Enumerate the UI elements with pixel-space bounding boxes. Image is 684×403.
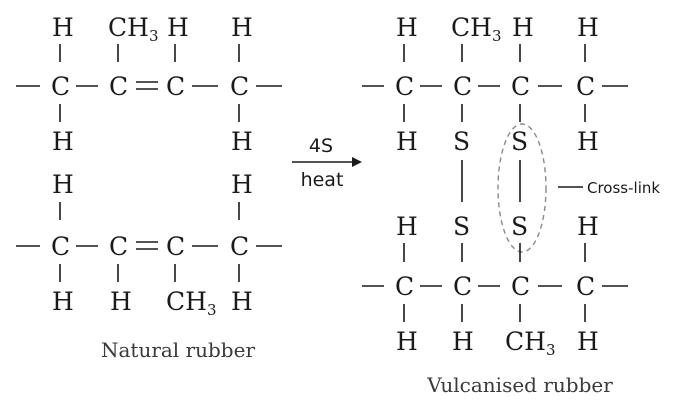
atom-c: C	[453, 272, 472, 301]
atom-c: C	[230, 232, 249, 261]
atom-c: C	[511, 72, 530, 101]
cross-link-label: Cross-link	[587, 179, 660, 197]
atom-c: C	[576, 72, 595, 101]
atom-c: C	[109, 232, 128, 261]
atom-c: C	[511, 272, 530, 301]
natural-rubber-chain-1: H CH3 H H C C C C H H	[16, 13, 282, 156]
natural-rubber-caption: Natural rubber	[101, 338, 255, 362]
atom-c: C	[576, 272, 595, 301]
atom-h: H	[577, 13, 599, 42]
atom-h: H	[577, 327, 599, 356]
atom-h: H	[231, 170, 253, 199]
atom-c: C	[51, 72, 70, 101]
atom-s: S	[453, 212, 470, 241]
reaction-arrow: 4S heat	[292, 135, 362, 191]
vulcanised-rubber-caption: Vulcanised rubber	[426, 373, 613, 397]
atom-c: C	[395, 72, 414, 101]
atom-s: S	[453, 127, 470, 156]
atom-h: H	[167, 13, 189, 42]
natural-rubber-chain-2: H H C C C C H H CH3 H	[16, 170, 282, 319]
methyl-group: CH3	[108, 13, 158, 45]
atom-h: H	[52, 287, 74, 316]
sulfur-bridge-right: S S	[511, 127, 528, 241]
atom-s: S	[511, 212, 528, 241]
atom-h: H	[396, 13, 418, 42]
atom-h: H	[52, 13, 74, 42]
atom-c: C	[51, 232, 70, 261]
condition-label: heat	[301, 169, 344, 191]
atom-c: C	[166, 72, 185, 101]
atom-h: H	[52, 170, 74, 199]
atom-h: H	[231, 127, 253, 156]
atom-c: C	[395, 272, 414, 301]
methyl-group: CH3	[505, 327, 555, 359]
atom-h: H	[231, 13, 253, 42]
atom-c: C	[109, 72, 128, 101]
cross-link-ellipse	[497, 123, 547, 253]
atom-h: H	[452, 327, 474, 356]
atom-h: H	[231, 287, 253, 316]
atom-s: S	[511, 127, 528, 156]
methyl-group: CH3	[451, 13, 501, 45]
sulfur-bridge-left: S S	[453, 127, 470, 241]
atom-h: H	[110, 287, 132, 316]
atom-h: H	[512, 13, 534, 42]
atom-c: C	[453, 72, 472, 101]
vulcanised-chain-2: H H C C C C H H CH3 H	[362, 212, 628, 359]
atom-c: C	[230, 72, 249, 101]
atom-h: H	[577, 212, 599, 241]
atom-h: H	[52, 127, 74, 156]
methyl-group: CH3	[166, 287, 216, 319]
atom-c: C	[166, 232, 185, 261]
atom-h: H	[577, 127, 599, 156]
atom-h: H	[396, 327, 418, 356]
atom-h: H	[396, 212, 418, 241]
atom-h: H	[396, 127, 418, 156]
vulcanised-chain-1: H CH3 H H C C C C H H	[362, 13, 628, 156]
reagent-label: 4S	[309, 135, 333, 157]
